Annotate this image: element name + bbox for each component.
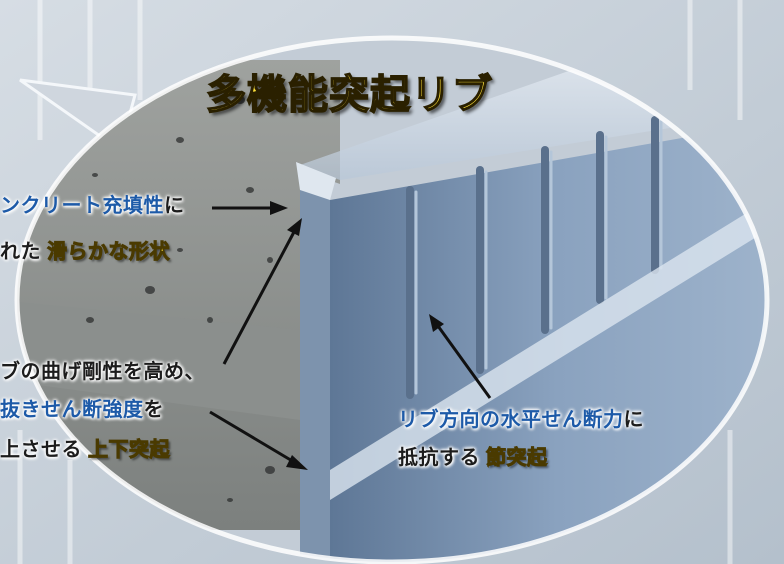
callout-nodal-line2: 抵抗する節突起 (398, 445, 548, 469)
callout-shear-strength: 抜きせん断強度 (0, 397, 144, 421)
callout-nodal-line1: リブ方向の水平せん断力に (398, 408, 644, 431)
callout-rigidity-text: ブの曲げ剛性を高め、 (0, 359, 205, 383)
callout-fill-prefix: れた (0, 239, 41, 263)
callout-nodal-particle: に (623, 407, 644, 431)
callout-rigidity-particle: を (143, 397, 164, 421)
callout-nodal-protrusion: 節突起 (486, 445, 548, 469)
callout-rigidity-line1: ブの曲げ剛性を高め、 (0, 360, 205, 383)
callout-smooth-shape: 滑らかな形状 (47, 239, 171, 263)
callout-fill-text-line1: ンクリート充填性に (0, 194, 185, 217)
page-title: 多機能突起リブ (205, 71, 493, 119)
callout-rigidity-line2: 抜きせん断強度を (0, 398, 164, 421)
callout-vertical-protrusion: 上下突起 (88, 437, 171, 461)
callout-fill-suffix: に (164, 193, 185, 217)
callout-rigidity-improve: 上させる (0, 437, 82, 461)
callout-horizontal-shear: リブ方向の水平せん断力 (398, 407, 624, 431)
callout-fill-text-line2: れた滑らかな形状 (0, 239, 171, 263)
callout-fill-emphasis: ンクリート充填性 (0, 193, 164, 217)
callout-rigidity-line3: 上させる上下突起 (0, 437, 171, 461)
callout-nodal-resist: 抵抗する (398, 445, 480, 469)
